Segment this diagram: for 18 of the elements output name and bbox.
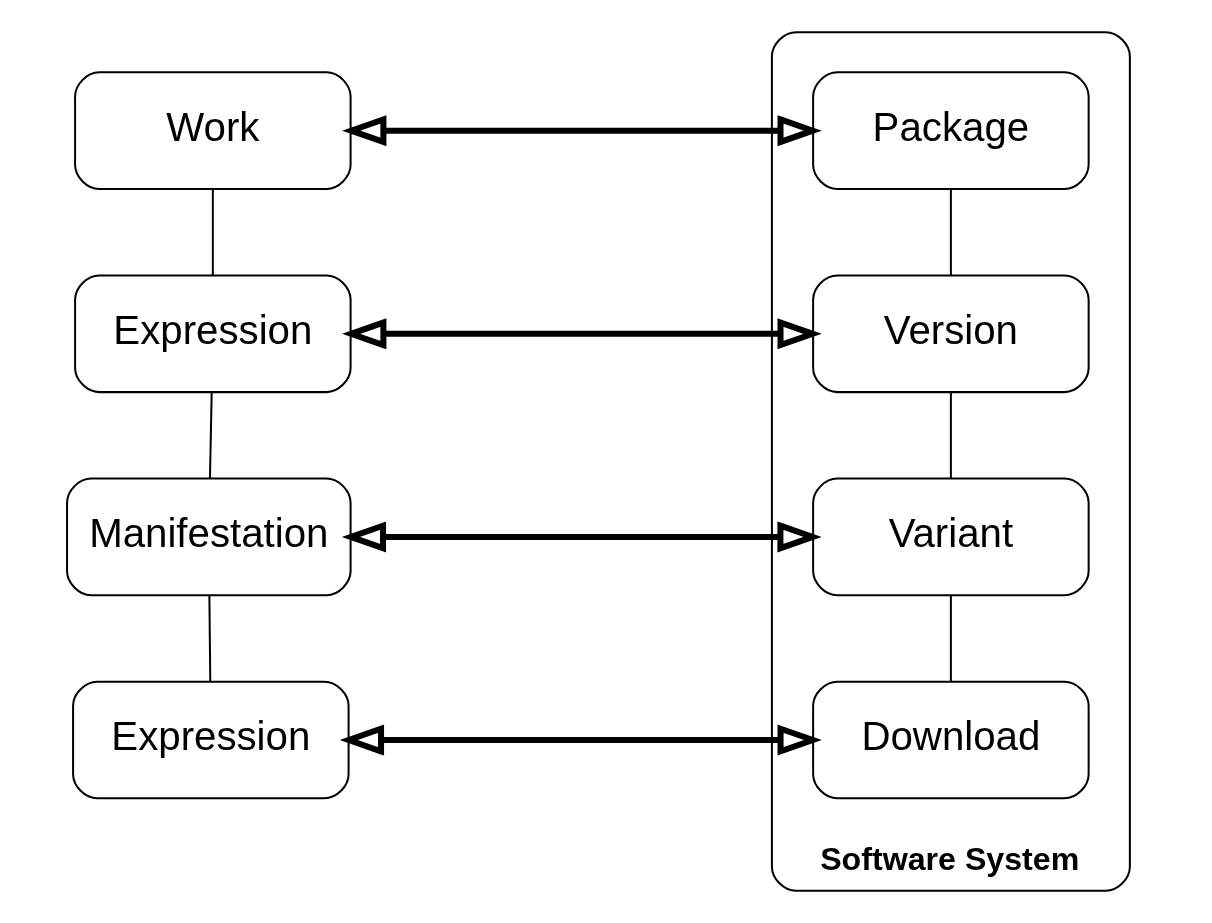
node-box: Expression (73, 274, 352, 394)
node-box: Manifestation (65, 477, 352, 597)
node-box: Work (73, 71, 352, 190)
node-box: Download (811, 680, 1090, 800)
connector (949, 189, 952, 276)
node-box: Version (811, 274, 1090, 394)
connector (211, 189, 214, 276)
arrow (341, 318, 822, 350)
connector (208, 392, 213, 479)
connector (949, 392, 952, 479)
arrow (341, 521, 822, 553)
connector (949, 595, 952, 682)
node-box: Expression (71, 680, 350, 800)
node-box: Variant (811, 477, 1090, 597)
node-box: Package (811, 71, 1090, 190)
arrow (339, 724, 822, 756)
arrow (341, 115, 822, 147)
connector (207, 595, 211, 682)
